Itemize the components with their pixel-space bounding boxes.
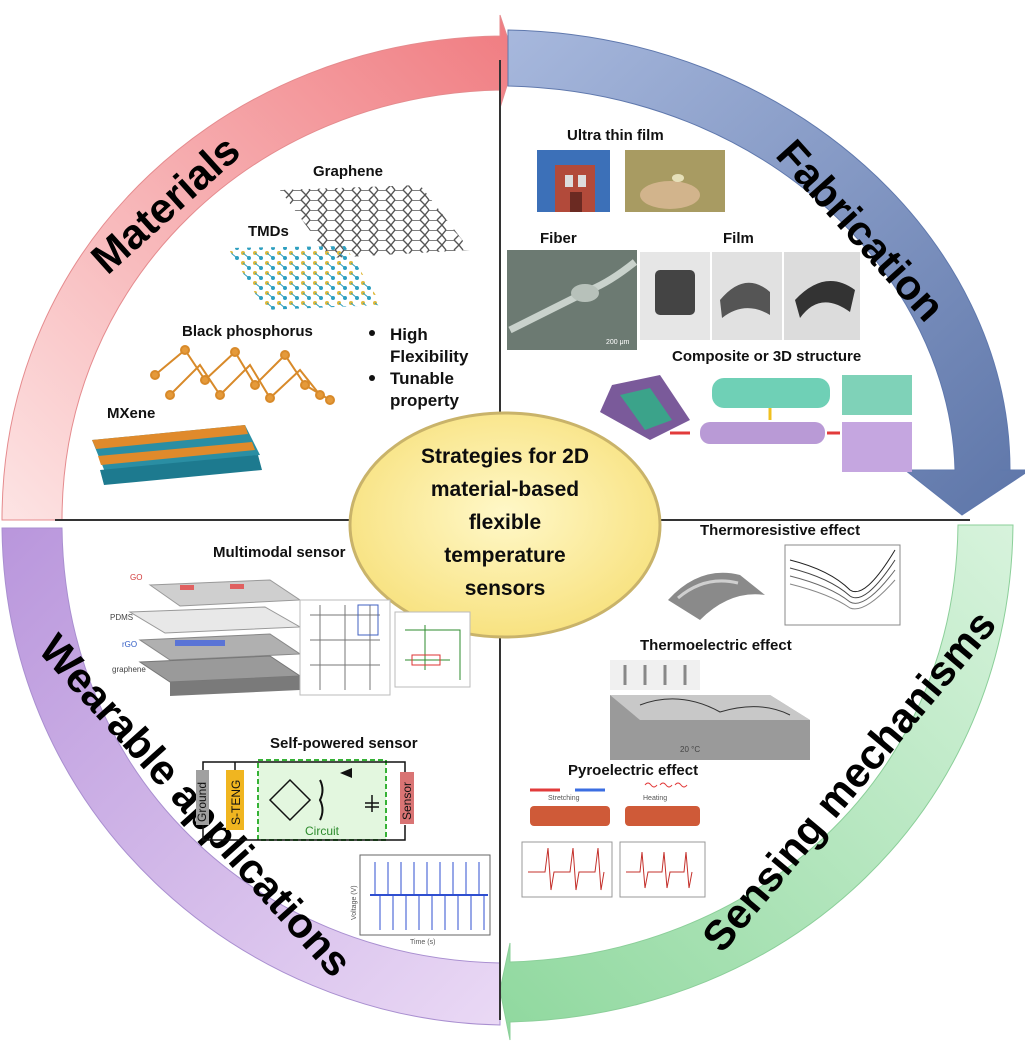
bullet-high: High xyxy=(390,325,428,344)
pdms-label: PDMS xyxy=(110,613,133,622)
self-powered-label: Self-powered sensor xyxy=(270,735,418,752)
composite-structure-images xyxy=(600,375,912,472)
composite-label: Composite or 3D structure xyxy=(672,348,861,365)
thermoelectric-temp: 20 °C xyxy=(680,745,700,754)
voltage-axis-label: Voltage (V) xyxy=(351,885,358,920)
fiber-sem-image: 200 μm xyxy=(507,250,638,350)
fabrication-quadrant: Ultra thin film Fiber 200 μm Film xyxy=(507,127,912,472)
circuit-label: Circuit xyxy=(305,824,340,838)
graphene-lattice xyxy=(280,185,470,258)
film-label: Film xyxy=(723,230,754,247)
black-phosphorus-structure xyxy=(150,345,335,405)
go-label: GO xyxy=(130,573,142,582)
bullet-flexibility: Flexibility xyxy=(390,347,469,366)
pyroelectric-plots xyxy=(521,841,706,898)
wearable-quadrant: Multimodal sensor GO PDMS rGO graphene S… xyxy=(110,544,491,946)
sensing-arc xyxy=(499,524,1014,1041)
heating-label: Heating xyxy=(643,795,667,802)
tmds-label: TMDs xyxy=(248,223,289,240)
multimodal-circuit-diagram xyxy=(299,599,471,696)
thermoelectric-label: Thermoelectric effect xyxy=(640,637,792,654)
bullet-tunable: Tunable xyxy=(390,369,454,388)
center-line-3: flexible xyxy=(469,511,541,534)
fiber-scale-bar: 200 μm xyxy=(606,339,630,346)
center-line-5: sensors xyxy=(465,577,546,600)
graphene-layer-label: graphene xyxy=(112,665,146,674)
ultra-thin-film-photo-2 xyxy=(625,150,725,212)
thermoresistive-device xyxy=(668,572,765,620)
materials-label: Materials xyxy=(82,126,249,283)
sensing-quadrant: Thermoresistive effect Thermoelectric ef… xyxy=(521,522,901,898)
wearable-arc xyxy=(1,527,501,1026)
fiber-label: Fiber xyxy=(540,230,577,247)
materials-bullets: High Flexibility Tunable property xyxy=(369,325,469,410)
film-photos xyxy=(640,252,860,340)
time-axis-label: Time (s) xyxy=(410,939,435,946)
sensor-label: Sensor xyxy=(400,782,414,820)
arc-arrows xyxy=(1,14,1025,1041)
center-line-2: material-based xyxy=(431,478,579,501)
center-ellipse xyxy=(348,411,662,639)
self-powered-circuit: Ground S-TENG Circuit Sensor xyxy=(195,759,414,841)
center-line-4: temperature xyxy=(444,544,565,567)
black-phosphorus-label: Black phosphorus xyxy=(182,323,313,340)
tmds-lattice xyxy=(228,246,382,310)
ground-label: Ground xyxy=(195,782,209,822)
graphene-label: Graphene xyxy=(313,163,383,180)
pyroelectric-label: Pyroelectric effect xyxy=(568,762,698,779)
ultra-thin-film-photo-1 xyxy=(537,150,610,212)
sensing-mechanisms-label: Sensing mechanisms xyxy=(693,601,1005,960)
bullet-property: property xyxy=(390,391,460,410)
center-ellipse-group: Strategies for 2D material-based flexibl… xyxy=(348,411,662,639)
thermoelectric-device: 20 °C xyxy=(610,660,810,760)
fabrication-arc xyxy=(507,29,1025,516)
center-line-1: Strategies for 2D xyxy=(421,445,589,468)
multimodal-sensor-stack: GO PDMS rGO graphene xyxy=(110,573,302,696)
thermoresistive-plot xyxy=(784,544,901,626)
multimodal-label: Multimodal sensor xyxy=(213,544,346,561)
voltage-plot: Time (s) Voltage (V) xyxy=(351,854,491,946)
steng-label: S-TENG xyxy=(229,780,243,825)
pyroelectric-devices: Stretching Heating xyxy=(530,782,700,826)
ultra-thin-film-label: Ultra thin film xyxy=(567,127,664,144)
thermoresistive-label: Thermoresistive effect xyxy=(700,522,860,539)
materials-quadrant: Graphene TMDs Black phosphorus MXene Hig… xyxy=(92,163,470,485)
mxene-structure xyxy=(92,425,262,485)
mxene-label: MXene xyxy=(107,405,155,422)
stretching-label: Stretching xyxy=(548,795,580,802)
rgo-label: rGO xyxy=(122,640,137,649)
